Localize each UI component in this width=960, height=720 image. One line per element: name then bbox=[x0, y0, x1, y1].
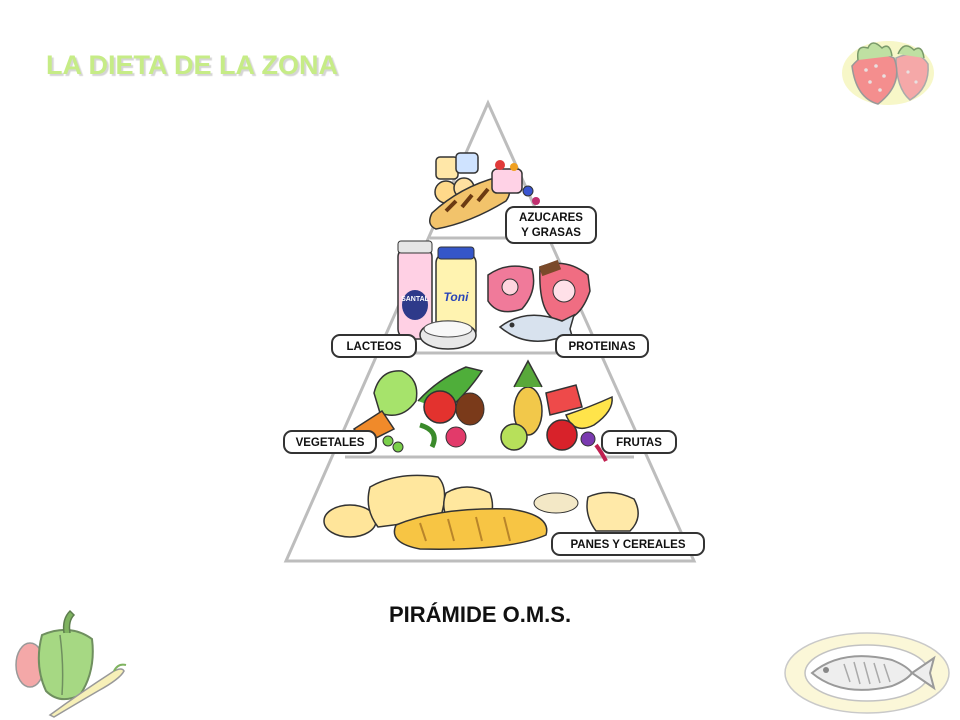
sweets-illustration bbox=[429, 152, 540, 230]
breads-illustration bbox=[323, 474, 639, 550]
label-box-fruits bbox=[601, 430, 677, 454]
fruits-illustration bbox=[500, 359, 613, 462]
label-box-sugars bbox=[505, 206, 597, 244]
label-vegetables: VEGETALES bbox=[296, 437, 365, 449]
pyramid-caption: PIRÁMIDE O.M.S. bbox=[388, 602, 572, 627]
label-dairy: LACTEOS bbox=[347, 341, 402, 353]
label-sugars-line1: AZUCARES bbox=[519, 212, 583, 224]
strawberry-icon bbox=[842, 41, 934, 105]
bottle2-brand: Toni bbox=[444, 290, 470, 304]
label-box-breads bbox=[551, 532, 705, 556]
label-box-dairy bbox=[331, 334, 417, 358]
pepper-icon bbox=[15, 609, 127, 718]
label-breads: PANES Y CEREALES bbox=[570, 539, 685, 551]
slide-title: LA DIETA DE LA ZONA bbox=[46, 50, 338, 80]
food-pyramid: AZUCARES Y GRASAS SANTAL Toni LACTEOS PR… bbox=[283, 99, 705, 563]
label-sugars-line2: Y GRASAS bbox=[521, 227, 581, 239]
label-fruits: FRUTAS bbox=[616, 437, 662, 449]
label-box-vegetables bbox=[283, 430, 377, 454]
dairy-illustration: SANTAL Toni bbox=[397, 240, 477, 350]
fish-plate-icon bbox=[784, 632, 950, 714]
label-box-proteins bbox=[555, 334, 649, 358]
label-proteins: PROTEINAS bbox=[568, 341, 635, 353]
vegetables-illustration bbox=[352, 366, 485, 453]
proteins-illustration bbox=[487, 259, 591, 345]
bottle1-brand: SANTAL bbox=[401, 296, 430, 303]
